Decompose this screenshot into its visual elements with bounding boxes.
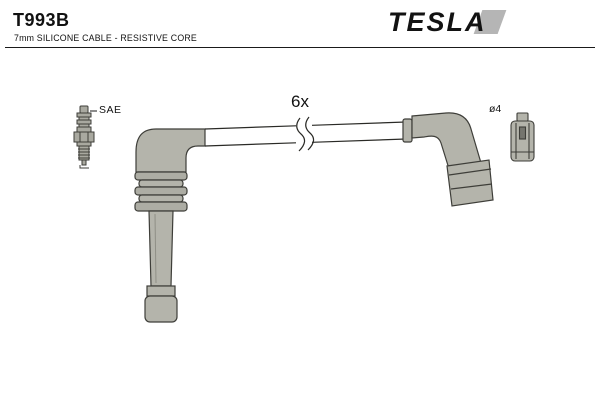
pin-terminal-icon: [510, 112, 535, 162]
spark-plug-end-boot: [402, 112, 494, 207]
part-number: T993B: [13, 10, 70, 30]
cable-break-icon: [296, 116, 315, 152]
ignition-cable: [204, 116, 407, 152]
quantity-label: 6x: [291, 92, 309, 111]
coil-end-boot: [134, 128, 206, 323]
cable-spec-subtitle: 7mm SILICONE CABLE - RESISTIVE CORE: [14, 33, 197, 43]
tesla-logo-text: TESLA: [388, 7, 487, 37]
spark-plug-standard-label: SAE: [99, 104, 122, 116]
spark-plug-icon: [73, 105, 97, 169]
header-divider: [5, 47, 595, 48]
tesla-logo: TESLA: [388, 6, 507, 38]
terminal-diameter-label: ø4: [489, 103, 502, 115]
